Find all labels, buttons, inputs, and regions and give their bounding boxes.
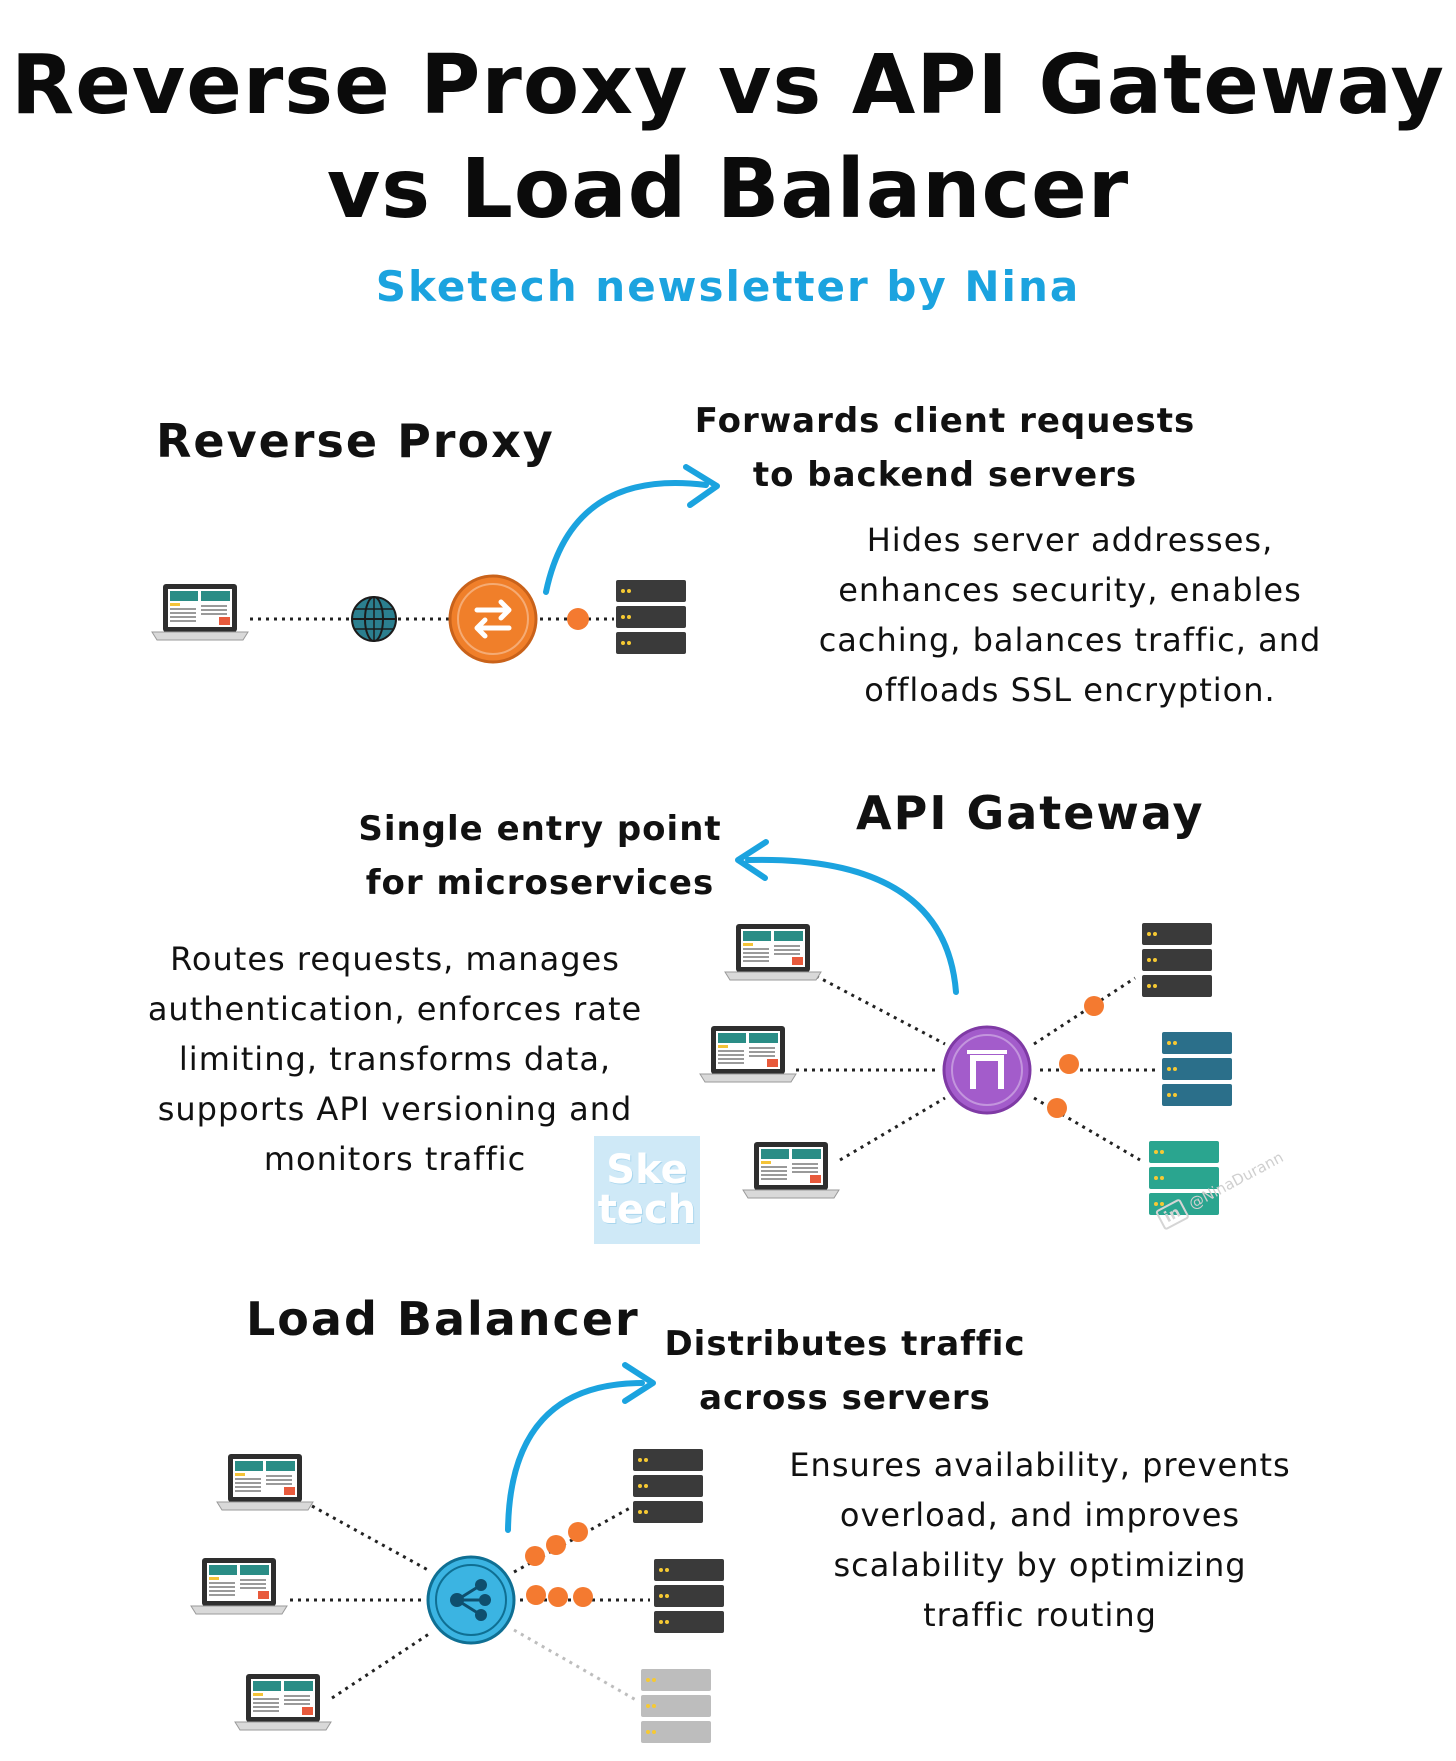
server-rack-icon [616,580,686,654]
load-balancer-title: Load Balancer [246,1292,640,1346]
api-gateway-diagram [699,839,1232,1215]
lead-line: for microservices [365,863,715,903]
traffic-packet [1059,1054,1079,1074]
lead-line: to backend servers [752,455,1138,495]
laptop-icon [699,1025,797,1083]
subtitle: Sketech newsletter by Nina [375,262,1081,311]
curved-arrow [543,479,709,595]
gateway-icon [942,1025,1032,1115]
server-rack-icon [654,1559,724,1633]
description-line: limiting, transforms data, [178,1040,612,1078]
server-rack-icon [633,1449,703,1523]
description-line: Hides server addresses, [866,521,1274,559]
logo-line: tech [597,1187,697,1233]
description-line: scalability by optimizing [833,1546,1247,1584]
traffic-packet [526,1585,546,1605]
reverse-proxy-diagram [151,464,720,664]
lead-line: across servers [699,1378,991,1418]
traffic-packet [525,1546,545,1566]
page-title-line-2: vs Load Balancer [326,142,1130,237]
curved-arrow [745,856,959,995]
description-line: caching, balances traffic, and [818,621,1322,659]
api-gateway-title: API Gateway [856,786,1205,840]
description-line: overload, and improves [839,1496,1241,1534]
laptop-icon [742,1141,840,1199]
lead-line: Forwards client requests [694,401,1196,441]
description-line: authentication, enforces rate [147,990,643,1028]
lead-line: Distributes traffic [664,1324,1026,1364]
traffic-packet [548,1587,568,1607]
reverse-proxy-title: Reverse Proxy [156,414,555,468]
description-line: traffic routing [923,1596,1157,1634]
reverse-proxy-description: Hides server addresses, enhances securit… [790,515,1350,715]
traffic-packet [546,1535,566,1555]
arrow-head [735,839,769,881]
description-line: offloads SSL encryption. [864,671,1276,709]
network-hub-icon [426,1555,516,1645]
load-balancer-description: Ensures availability, prevents overload,… [760,1440,1320,1640]
api-gateway-description: Routes requests, manages authentication,… [130,934,660,1184]
curved-arrow [505,1380,645,1533]
description-line: Routes requests, manages [170,940,620,978]
laptop-icon [234,1673,332,1731]
laptop-icon [151,583,249,641]
arrow-head [683,464,720,508]
swap-arrows-icon [448,574,538,664]
traffic-packet [568,1522,588,1542]
load-balancer-lead: Distributes traffic across servers [640,1317,1050,1425]
client-link [311,1504,429,1572]
server-rack-icon [1142,923,1212,997]
traffic-packet [567,608,589,630]
description-line: monitors traffic [263,1140,527,1178]
laptop-icon [724,923,822,981]
page-title-line-1: Reverse Proxy vs API Gateway [11,38,1445,133]
laptop-icon [190,1557,288,1615]
server-link [1033,976,1136,1046]
traffic-packet [1084,996,1104,1016]
server-rack-icon-inactive [641,1669,711,1743]
laptop-icon [216,1453,314,1511]
server-rack-icon [1162,1032,1232,1106]
inactive-server-link [513,1628,637,1702]
description-line: supports API versioning and [157,1090,633,1128]
load-balancer-diagram [190,1362,724,1743]
client-link [839,1096,946,1162]
description-line: Ensures availability, prevents [789,1446,1291,1484]
reverse-proxy-lead: Forwards client requests to backend serv… [660,394,1230,502]
lead-line: Single entry point [358,809,722,849]
traffic-packet [1047,1098,1067,1118]
sketech-logo: Ske tech [594,1136,700,1244]
client-link [331,1630,433,1700]
description-line: enhances security, enables [838,571,1302,609]
api-gateway-lead: Single entry point for microservices [330,802,750,910]
arrow-head [622,1362,656,1404]
client-link [815,974,946,1046]
globe-icon [351,596,397,642]
logo-line: Ske [606,1147,688,1193]
traffic-packet [573,1587,593,1607]
